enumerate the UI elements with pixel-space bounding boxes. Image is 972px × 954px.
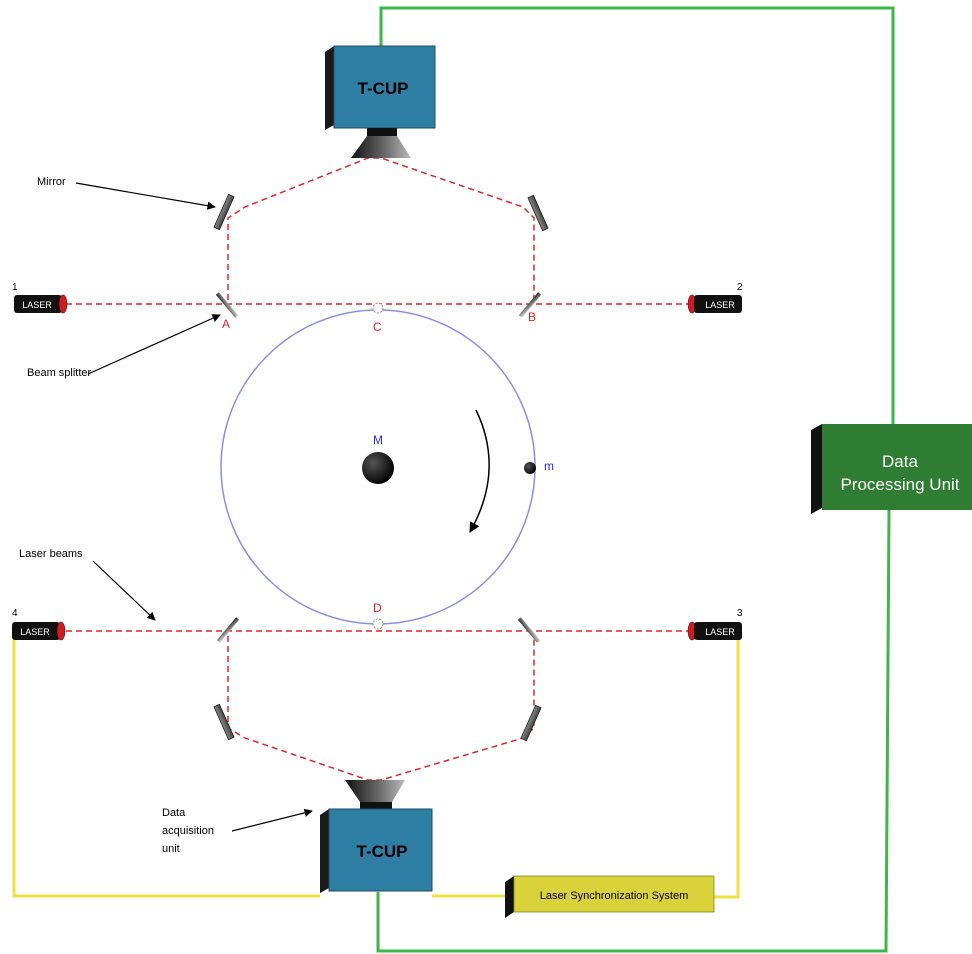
daq-annotation-line3: unit xyxy=(162,843,180,855)
tcup-bottom: T-CUP xyxy=(320,780,433,893)
data-processing-unit: Data Processing Unit xyxy=(811,424,972,514)
beam-splitter-bottom-left xyxy=(216,617,240,643)
laser-sync-system: Laser Synchronization System xyxy=(505,875,715,918)
green-wire xyxy=(376,6,895,953)
mirror-annotation: Mirror xyxy=(37,176,66,188)
laser-beams-annotation: Laser beams xyxy=(19,548,83,560)
rotation-arrow xyxy=(469,409,490,533)
beam-splitter-a xyxy=(215,292,239,318)
point-d-label: D xyxy=(373,601,382,615)
laser-3-label: LASER xyxy=(705,627,735,637)
laser-3-number: 3 xyxy=(737,608,743,619)
mirror-pointer xyxy=(75,182,216,210)
mirror-bottom-left xyxy=(213,703,235,741)
orbiting-mass xyxy=(524,462,536,474)
daq-annotation-line1: Data xyxy=(162,807,186,819)
mirror-top-right xyxy=(527,194,549,232)
tcup-top-lens xyxy=(351,136,411,158)
intersection-d-marker xyxy=(372,618,384,630)
laser-3: LASER 3 xyxy=(687,608,743,641)
daq-annotation-line2: acquisition xyxy=(162,825,214,837)
beam-splitter-pointer xyxy=(87,314,221,375)
laser-1-label: LASER xyxy=(22,300,52,310)
daq-pointer xyxy=(231,808,313,832)
tcup-bottom-lens xyxy=(345,780,405,802)
beam-splitter-bottom-right xyxy=(517,617,541,643)
intersection-c-marker xyxy=(372,302,384,314)
laser-1-number: 1 xyxy=(12,282,18,293)
dpu-line1: Data xyxy=(882,452,918,471)
mass-big-label: M xyxy=(373,433,383,447)
dpu-line2: Processing Unit xyxy=(840,475,959,494)
laser-4: LASER 4 xyxy=(12,608,66,641)
tcup-top: T-CUP xyxy=(325,45,436,158)
laser-4-label: LASER xyxy=(20,627,50,637)
beam-splitter-annotation: Beam splitter xyxy=(27,367,92,379)
tcup-top-label: T-CUP xyxy=(358,79,409,98)
mass-small-label: m xyxy=(544,459,554,473)
beam-splitter-b xyxy=(518,292,542,318)
laser-2: LASER 2 xyxy=(687,282,743,314)
laser-4-number: 4 xyxy=(12,608,18,619)
sync-label: Laser Synchronization System xyxy=(540,890,689,902)
laser-2-label: LASER xyxy=(705,300,735,310)
laser-2-number: 2 xyxy=(737,282,743,293)
laser-1: LASER 1 xyxy=(12,282,68,314)
yellow-wire xyxy=(12,639,740,899)
mirror-top-left xyxy=(213,193,235,231)
laser-beams-pointer xyxy=(92,560,156,621)
mirror-bottom-right xyxy=(520,704,542,742)
tcup-bottom-label: T-CUP xyxy=(357,842,408,861)
point-b-label: B xyxy=(528,310,536,324)
point-a-label: A xyxy=(222,317,230,331)
central-mass xyxy=(362,452,394,484)
point-c-label: C xyxy=(373,320,382,334)
